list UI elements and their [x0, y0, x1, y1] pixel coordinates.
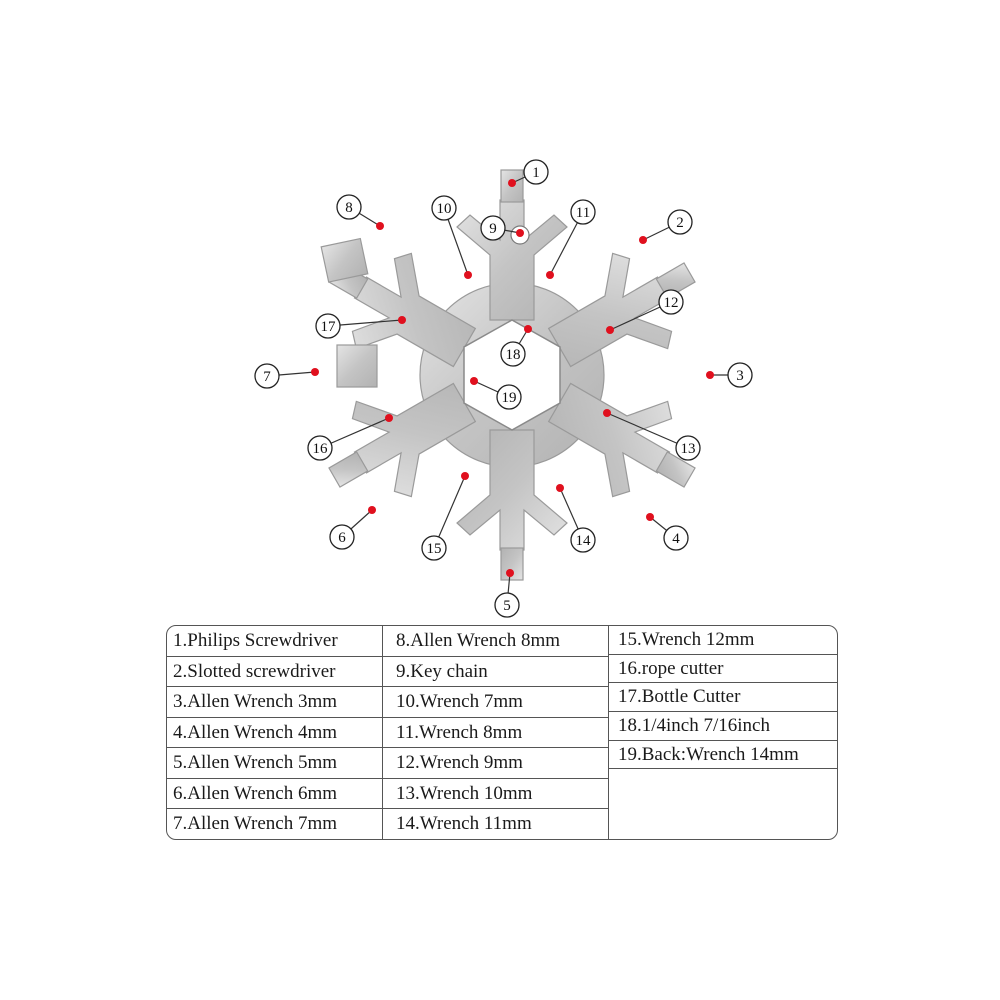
marker-dot	[556, 484, 564, 492]
callout-number: 10	[437, 201, 452, 217]
marker-dot	[639, 236, 647, 244]
callout-circle	[494, 592, 520, 618]
legend-item: 5.Allen Wrench 5mm	[167, 748, 382, 779]
marker-dot	[385, 414, 393, 422]
callout-number: 5	[503, 598, 511, 614]
callout-circle	[496, 384, 522, 410]
callout-number: 18	[506, 347, 521, 363]
callout-number: 11	[576, 205, 590, 221]
marker-dot	[546, 271, 554, 279]
legend-item: 18.1/4inch 7/16inch	[608, 712, 837, 741]
legend-item: 15.Wrench 12mm	[608, 626, 837, 655]
legend-item: 13.Wrench 10mm	[382, 779, 608, 809]
legend-item: 16.rope cutter	[608, 655, 837, 684]
callout-number: 7	[263, 369, 271, 385]
marker-dot	[311, 368, 319, 376]
callout-circle	[431, 195, 457, 221]
marker-dot	[603, 409, 611, 417]
callout-number: 8	[345, 200, 353, 216]
callout-circle	[727, 362, 753, 388]
legend-item: 2.Slotted screwdriver	[167, 657, 382, 687]
marker-dot	[398, 316, 406, 324]
callout-circle	[315, 313, 341, 339]
marker-dot	[461, 472, 469, 480]
callout-number: 4	[672, 531, 680, 547]
legend-item: 4.Allen Wrench 4mm	[167, 718, 382, 748]
callout-number: 9	[489, 221, 497, 237]
callout-circle	[307, 435, 333, 461]
callout-number: 15	[427, 541, 442, 557]
callout-number: 16	[313, 441, 329, 457]
legend-item: 12.Wrench 9mm	[382, 748, 608, 779]
legend-item: 17.Bottle Cutter	[608, 683, 837, 713]
marker-dot	[376, 222, 384, 230]
callout-number: 17	[321, 319, 337, 335]
callout-number: 19	[502, 390, 517, 406]
callout-number: 3	[736, 368, 744, 384]
marker-dot	[524, 325, 532, 333]
callout-circle	[336, 194, 362, 220]
callout-circle	[421, 535, 447, 561]
snowflake-tool-body	[320, 169, 696, 581]
marker-dot	[470, 377, 478, 385]
callout-circle	[667, 209, 693, 235]
legend-item: 9.Key chain	[382, 657, 608, 687]
leader-line	[606, 412, 689, 449]
callout-circle	[663, 525, 689, 551]
marker-dot	[368, 506, 376, 514]
callout-number: 2	[676, 215, 684, 231]
callout-number: 14	[576, 533, 592, 549]
legend-item: 1.Philips Screwdriver	[167, 626, 382, 657]
callout-number: 6	[338, 530, 346, 546]
callout-circle	[523, 159, 549, 185]
callout-circle	[500, 341, 526, 367]
callout-number: 1	[532, 165, 540, 181]
callout-circle	[570, 527, 596, 553]
legend-item: 7.Allen Wrench 7mm	[173, 813, 338, 834]
marker-dot	[606, 326, 614, 334]
callout-circle	[480, 215, 506, 241]
callout-number: 12	[664, 295, 679, 311]
legend-item: 3.Allen Wrench 3mm	[167, 687, 382, 718]
callout-circle	[254, 363, 280, 389]
legend-item: 6.Allen Wrench 6mm	[167, 779, 382, 809]
marker-dot	[706, 371, 714, 379]
callout-circle	[570, 199, 596, 225]
legend-item: 11.Wrench 8mm	[382, 718, 608, 748]
marker-dot	[516, 229, 524, 237]
legend-item	[608, 769, 837, 798]
marker-dot	[464, 271, 472, 279]
marker-dot	[508, 179, 516, 187]
legend-item: 14.Wrench 11mm	[396, 813, 532, 834]
callout-circle	[329, 524, 355, 550]
callout-circle	[675, 435, 701, 461]
legend-item: 10.Wrench 7mm	[382, 687, 608, 718]
marker-dot	[646, 513, 654, 521]
leader-line	[433, 475, 466, 549]
callout-circle	[658, 289, 684, 315]
callout-number: 13	[681, 441, 696, 457]
marker-dot	[506, 569, 514, 577]
legend-item: 8.Allen Wrench 8mm	[382, 626, 608, 657]
legend-item: 19.Back:Wrench 14mm	[608, 741, 837, 770]
